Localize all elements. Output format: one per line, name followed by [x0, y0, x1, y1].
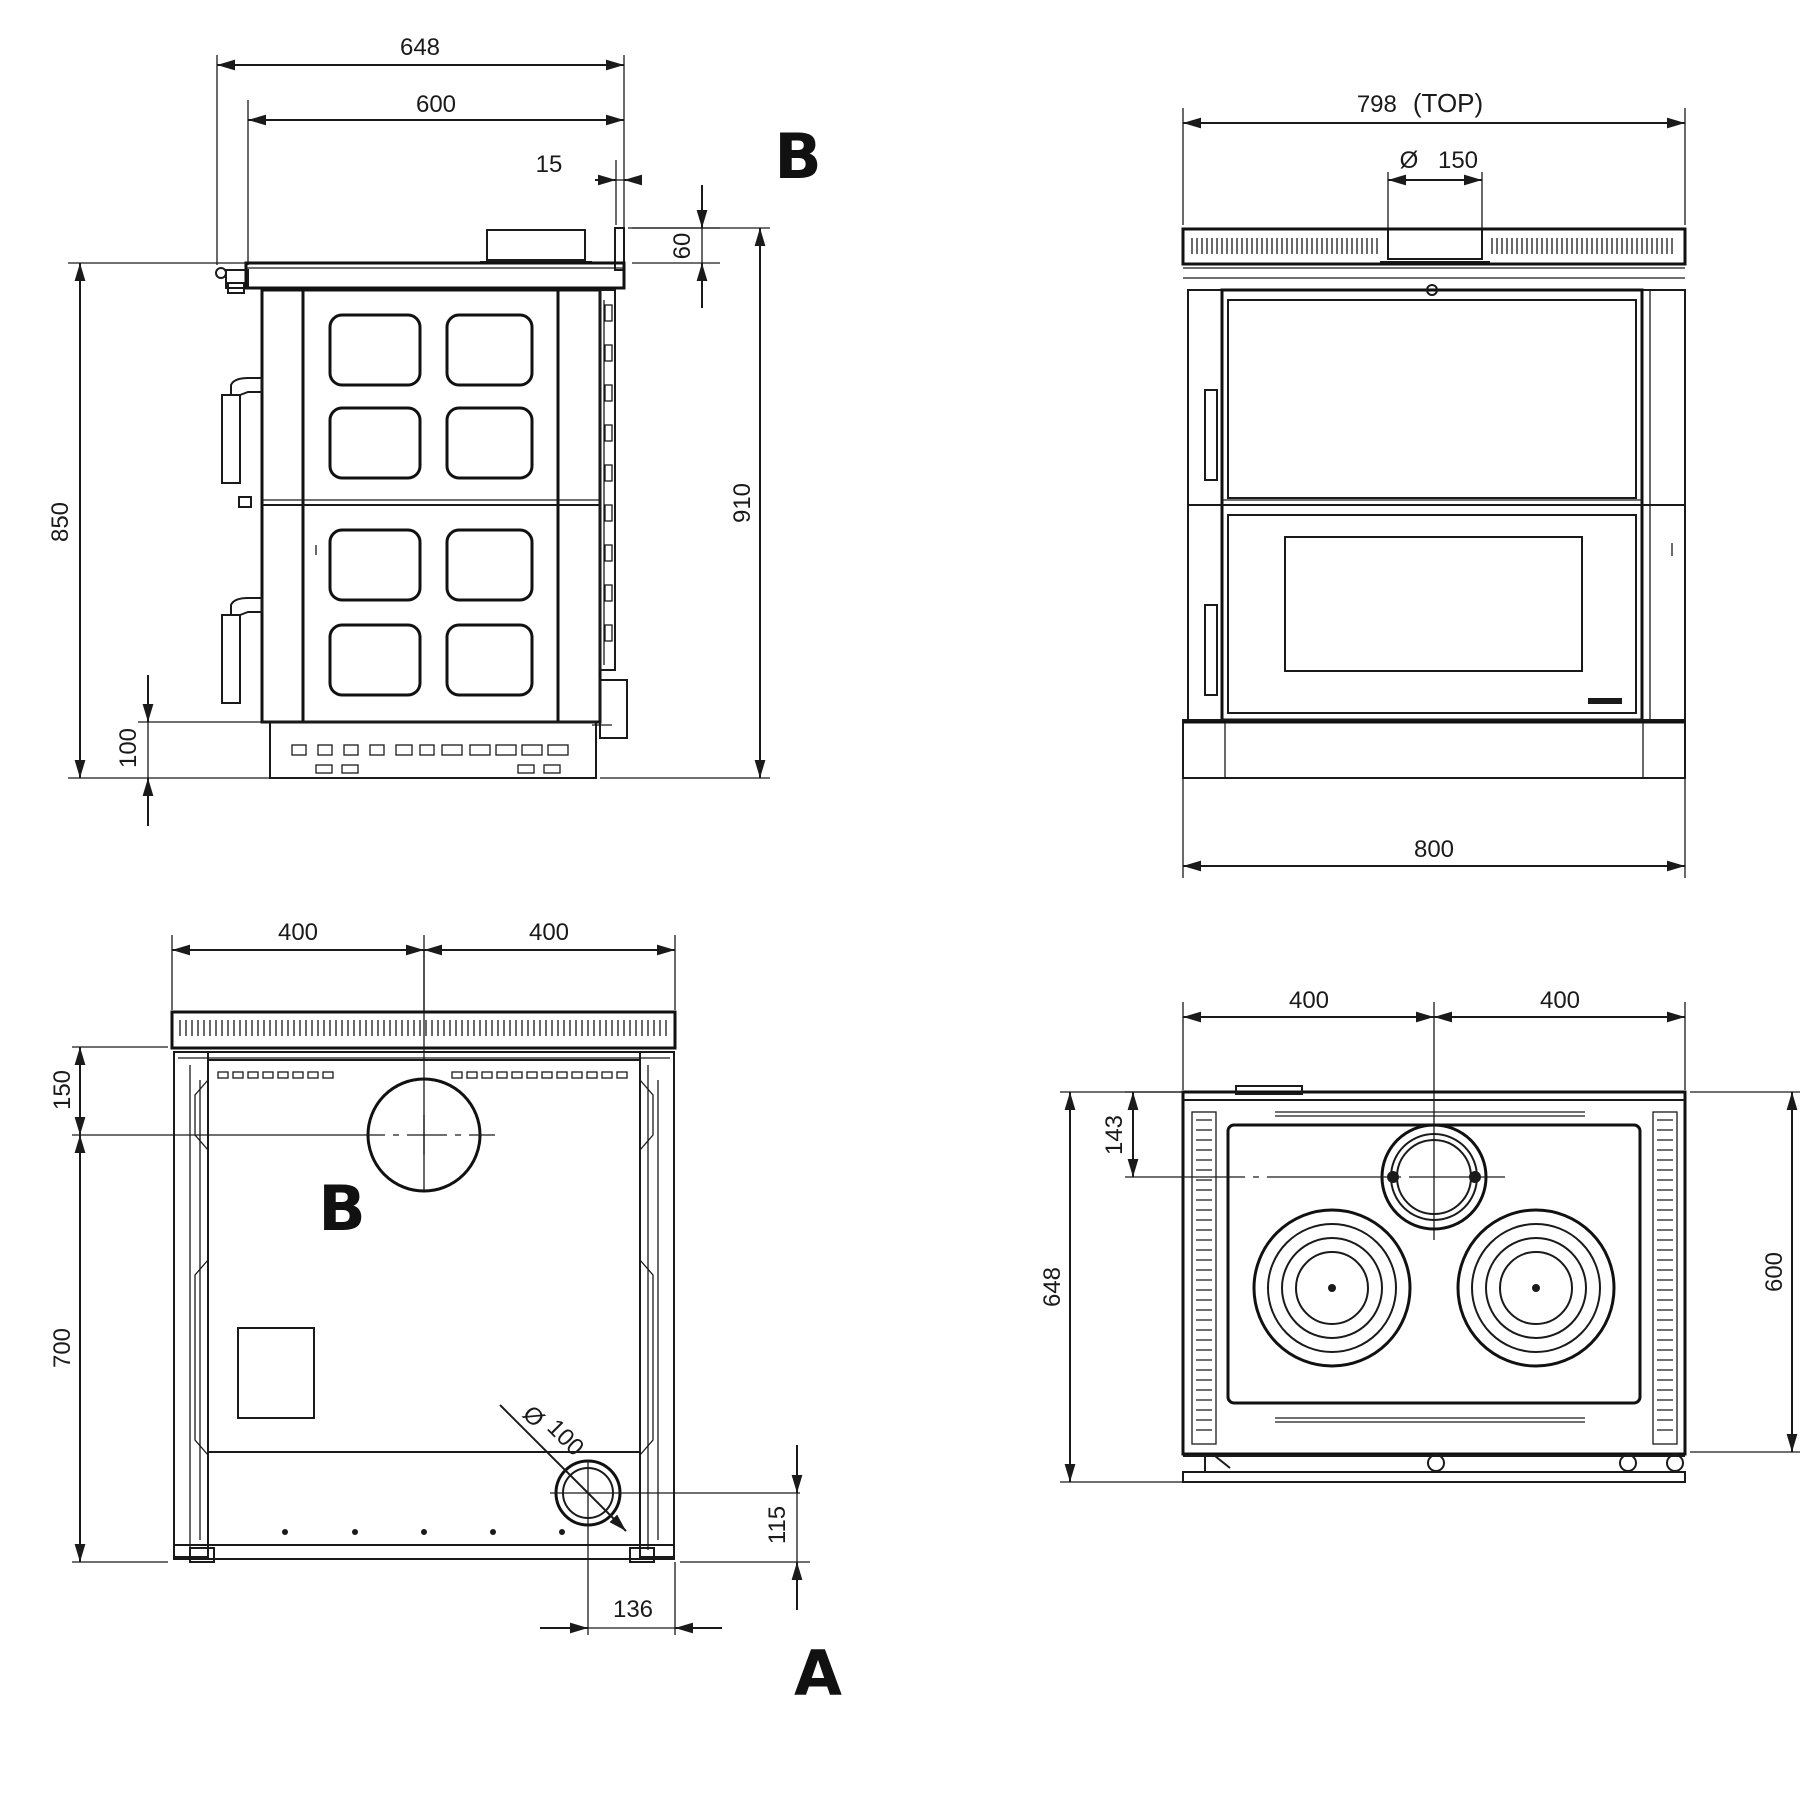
dim-label-rear-left: 400: [278, 919, 318, 946]
dim-label-front-flue-diameter: 150: [1438, 147, 1478, 174]
view-letter-b: B: [774, 120, 821, 193]
rear-flue-letter-b: B: [318, 1172, 365, 1245]
top-view: 400 400: [1039, 987, 1800, 1483]
dim-label-rear-outlet-height: 115: [764, 1506, 791, 1544]
dim-label-front-width: 800: [1414, 836, 1454, 863]
side-view: 648 600 15 B: [47, 34, 822, 826]
dim-label-side-width-body: 600: [416, 91, 456, 118]
dim-label-top-depth-total: 648: [1039, 1267, 1066, 1307]
dim-label-rear-main: 700: [49, 1328, 76, 1368]
dim-label-rear-outlet-offset: 136: [613, 1596, 653, 1623]
dim-label-front-top-width: 798(TOP): [1357, 88, 1483, 118]
hot-plate-left: [1252, 1208, 1412, 1368]
dim-label-front-diameter-symbol: Ø: [1400, 147, 1419, 174]
dim-label-top-depth-body: 600: [1761, 1252, 1788, 1292]
hot-plate-right: [1456, 1208, 1616, 1368]
dim-label-top-flue-offset: 143: [1101, 1115, 1128, 1155]
dim-label-rear-right: 400: [529, 919, 569, 946]
dim-label-side-width-total: 648: [400, 34, 440, 61]
front-top-vents: [1191, 238, 1673, 254]
dim-label-top-left: 400: [1289, 987, 1329, 1014]
top-side-vents: [1191, 1111, 1678, 1445]
rear-view: 400 400: [49, 919, 842, 1710]
rear-slots: [217, 1071, 628, 1079]
dim-label-side-flue-height: 60: [669, 233, 696, 260]
dim-label-side-plinth: 100: [115, 728, 142, 768]
view-letter-a: A: [794, 1637, 842, 1710]
dim-label-top-right: 400: [1540, 987, 1580, 1014]
dim-label-rear-upper: 150: [49, 1070, 76, 1110]
front-view: 798(TOP) Ø 150: [1181, 88, 1687, 878]
dim-label-side-height-total: 910: [729, 483, 756, 523]
dim-label-side-top-offset: 15: [536, 151, 563, 178]
dim-label-side-height-body: 850: [47, 502, 74, 542]
